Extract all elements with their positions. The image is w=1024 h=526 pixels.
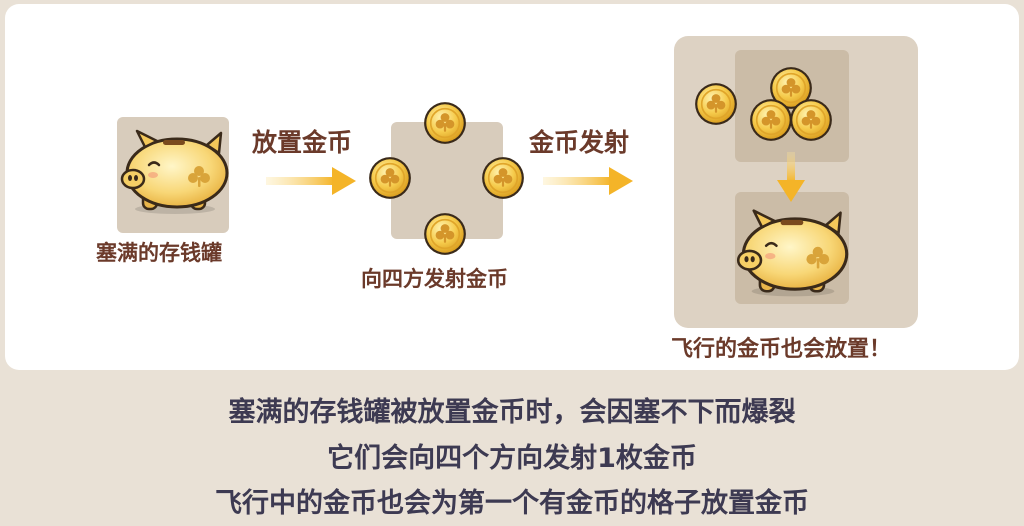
description-line-1: 塞满的存钱罐被放置金币时，会因塞不下而爆裂 (228, 397, 796, 428)
piggy-bank-icon (115, 126, 235, 218)
info-panel: 塞满的存钱罐 放置金币 向四方发射金币 金币发射 飞行的金币也会放置！ (5, 4, 1019, 370)
coin-icon (694, 82, 738, 126)
coin-icon (789, 98, 833, 142)
description-line-3: 飞行中的金币也会为第一个有金币的格子放置金币 (215, 488, 809, 519)
arrow2-label: 金币发射 (529, 128, 630, 157)
arrow-right-icon (543, 167, 633, 195)
result-label: 飞行的金币也会放置！ (671, 337, 892, 362)
coin-icon (481, 156, 525, 200)
pig-label: 塞满的存钱罐 (96, 241, 222, 265)
piggy-bank-icon (731, 206, 855, 300)
coin-icon (423, 101, 467, 145)
coin-icon (423, 212, 467, 256)
coin-icon (368, 156, 412, 200)
burst-label: 向四方发射金币 (361, 267, 508, 291)
arrow-right-icon (266, 167, 356, 195)
coin-icon (749, 98, 793, 142)
description-line-2: 它们会向四个方向发射1枚金币 (327, 443, 697, 474)
arrow-down-icon (777, 152, 805, 202)
arrow1-label: 放置金币 (252, 128, 353, 157)
